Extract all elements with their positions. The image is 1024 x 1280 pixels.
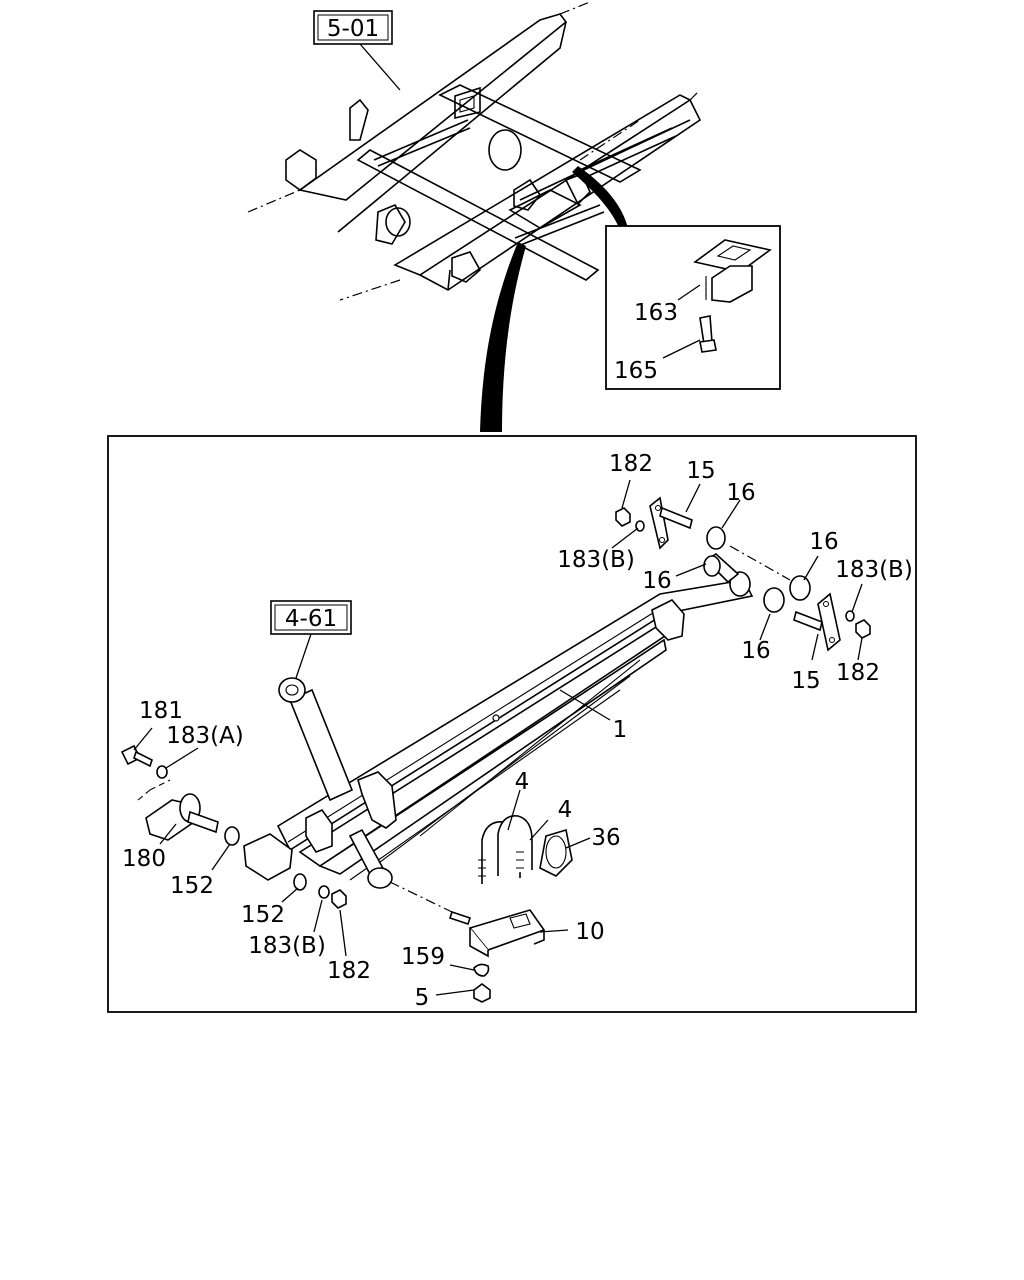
- shock-reference-inner-box: [274, 604, 348, 631]
- spring-front-eye: [243, 833, 293, 881]
- spring-clip-front: [305, 808, 333, 853]
- bush-16-lower-b: [763, 587, 785, 613]
- shock-absorber-lower-bolt: [448, 910, 472, 926]
- frame-reference-box: [313, 10, 393, 45]
- shock-absorber-lower-eye: [367, 867, 393, 889]
- bush-16-lower-a: [789, 575, 811, 601]
- nut-5: [473, 983, 491, 1003]
- shock-absorber-upper-eye: [278, 677, 306, 703]
- bumper-detail-inset: 163 165: [605, 225, 781, 390]
- bush-152-front: [224, 826, 240, 846]
- washer-183a: [156, 765, 168, 779]
- label-181: 181: [139, 698, 183, 724]
- spring-rear-eye: [729, 571, 751, 597]
- bolt-shank-181: [133, 750, 153, 768]
- pin-shank-180: [187, 810, 219, 834]
- shock-absorber-body: [288, 688, 354, 802]
- label-159: 159: [401, 944, 445, 970]
- label-16-lower-b: 16: [741, 638, 770, 664]
- washer-183b-rear-lower: [845, 610, 855, 622]
- washer-183b-rear-upper: [635, 520, 645, 532]
- label-182-rear-lower: 182: [836, 660, 880, 686]
- label-16-lower-a: 16: [809, 529, 838, 555]
- nut-182-rear-upper: [615, 507, 631, 527]
- shock-absorber-drawing: [278, 677, 472, 926]
- bush-152-rear: [293, 873, 307, 891]
- label-182-rear-upper: 182: [609, 451, 653, 477]
- spring-assembly-detail-box: [107, 435, 917, 1013]
- label-182-front: 182: [327, 958, 371, 984]
- label-180: 180: [122, 846, 166, 872]
- label-163: 163: [634, 300, 678, 326]
- frame-reference-label: 5-01: [327, 16, 379, 42]
- label-15-lower: 15: [791, 668, 820, 694]
- u-bolt-assembly: 4 4 36 10 159 5: [401, 769, 621, 1011]
- main-detail-arrow: [480, 242, 526, 432]
- bolt-head-165: [699, 339, 717, 353]
- washer-183b-front: [318, 885, 330, 899]
- label-183a: 183(A): [166, 723, 244, 749]
- shackle-plate-lower: [817, 592, 841, 652]
- frame-reference-inner-box: [317, 14, 389, 41]
- label-183b-front: 183(B): [248, 933, 326, 959]
- washer-159: [473, 963, 490, 977]
- shackle-pin-upper: [659, 506, 693, 530]
- label-152-front: 152: [170, 873, 214, 899]
- label-5: 5: [415, 985, 430, 1011]
- nut-182-front: [331, 889, 347, 909]
- label-165: 165: [614, 358, 658, 384]
- shock-reference-callout: 4-61: [270, 600, 352, 679]
- u-bolt-rear: [497, 815, 533, 876]
- bush-16-upper-b: [703, 555, 721, 577]
- label-10: 10: [575, 919, 604, 945]
- shock-reference-box: [270, 600, 352, 635]
- shackle-plate-upper: [649, 496, 669, 550]
- rear-shackle-parts: 182 15 16 183(B) 16 16 183(B) 16 15 182: [557, 451, 913, 694]
- label-36: 36: [591, 825, 620, 851]
- leaf-spring-assembly: 1: [243, 553, 754, 881]
- spring-clip-rear: [651, 599, 685, 641]
- front-hanger-parts: 181 183(A) 180 152 152 183(B) 182: [120, 698, 371, 984]
- label-16-upper-a: 16: [726, 480, 755, 506]
- bumper-body: [711, 265, 753, 303]
- frame-reference-callout: 5-01: [313, 10, 401, 91]
- label-15-upper: 15: [686, 458, 715, 484]
- label-4-front: 4: [515, 769, 530, 795]
- label-183b-rear-lower: 183(B): [835, 557, 913, 583]
- chassis-frame-drawing: [247, 1, 702, 301]
- spring-clip-center: [357, 771, 397, 829]
- label-1: 1: [613, 717, 628, 743]
- bumper-detail-arrow: [572, 166, 628, 230]
- label-4-rear: 4: [558, 797, 573, 823]
- bush-16-upper-a: [706, 526, 726, 550]
- label-152-rear: 152: [241, 902, 285, 928]
- spacer-seat-36: [539, 828, 573, 877]
- label-183b-rear-upper: 183(B): [557, 547, 635, 573]
- shock-reference-label: 4-61: [285, 606, 337, 632]
- nut-182-rear-lower: [855, 619, 871, 639]
- label-16-upper-b: 16: [642, 568, 671, 594]
- shackle-pin-lower: [793, 610, 823, 632]
